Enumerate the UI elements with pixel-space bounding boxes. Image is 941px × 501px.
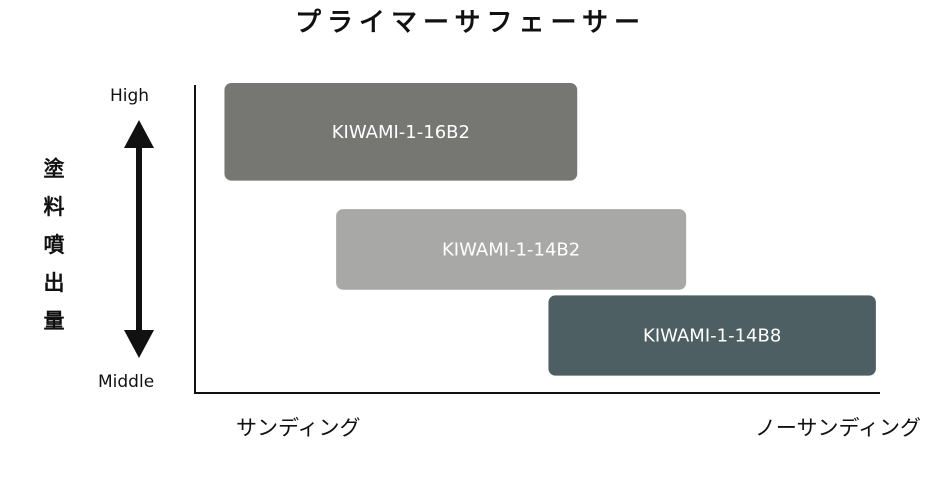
x-tick-no-sanding: ノーサンディング xyxy=(754,416,921,440)
range-bar-0 xyxy=(224,83,578,181)
range-bar-2 xyxy=(548,295,876,376)
x-tick-sanding: サンディング xyxy=(236,416,361,440)
range-bar-1 xyxy=(336,209,687,290)
y-tick-middle: Middle xyxy=(98,372,155,392)
range-bar-label-2: KIWAMI-1-14B8 xyxy=(643,325,781,346)
double-arrow-icon xyxy=(124,120,154,358)
chart-title: プライマーサフェーサー xyxy=(295,8,646,38)
y-tick-high: High xyxy=(110,86,150,106)
y-axis-label: 塗料噴出量 xyxy=(43,157,65,333)
range-bar-label-0: KIWAMI-1-16B2 xyxy=(332,122,470,143)
range-bar-label-1: KIWAMI-1-14B2 xyxy=(442,239,580,260)
